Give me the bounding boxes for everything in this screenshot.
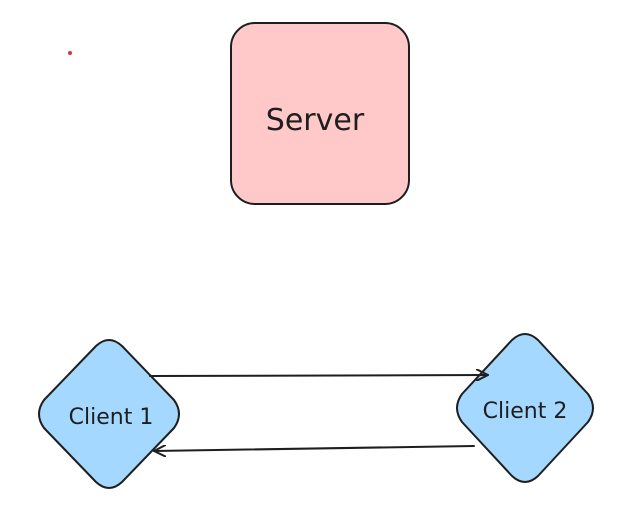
client1-node-label: Client 1 [69, 405, 154, 430]
client2-node-shape [456, 333, 594, 483]
client2-node-label: Client 2 [483, 399, 568, 424]
arrow-client2-to-client1[interactable] [153, 446, 475, 451]
client1-node[interactable]: Client 1 [38, 339, 180, 489]
client1-node-shape [38, 339, 180, 489]
red-dot-marker [68, 51, 72, 55]
arrow-client1-to-client2[interactable] [149, 375, 489, 376]
client2-node[interactable]: Client 2 [456, 333, 594, 483]
server-node-label: Server [266, 103, 365, 138]
server-node[interactable]: Server [230, 22, 410, 205]
server-node-shape [230, 22, 410, 205]
